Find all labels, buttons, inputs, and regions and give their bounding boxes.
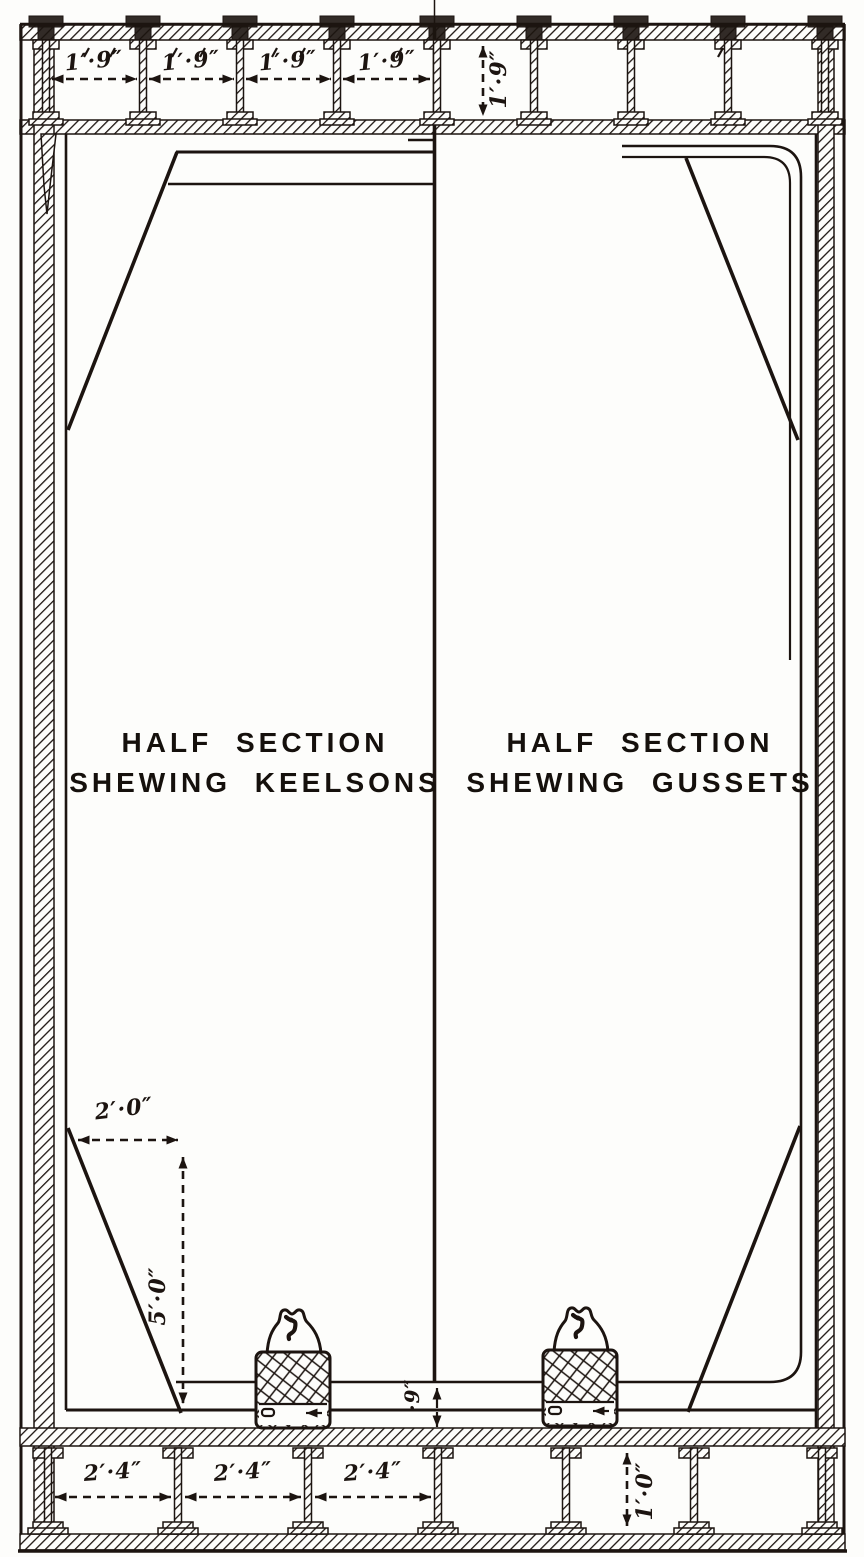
dim-top-beam-depth: 1′·9″ [486, 49, 512, 109]
left-wall-band [33, 39, 55, 1535]
left-half-title-line2: SHEWING KEELSONS [69, 767, 441, 798]
gusset-chock [543, 1308, 617, 1426]
floor-beam-web [801, 1447, 843, 1535]
left-wall-stiffener-end [40, 133, 57, 215]
deck-beams [28, 15, 843, 126]
bottom-right-diagonal-stay [686, 1125, 802, 1413]
floor-beam-web [157, 1447, 199, 1535]
floor-plating-band [19, 1427, 846, 1447]
inner-lining-second [622, 155, 792, 660]
floor-beam-web [545, 1447, 587, 1535]
dim-bottom-beam-depth: 1′·0″ [632, 1461, 658, 1521]
floor-beam-web [673, 1447, 715, 1535]
dim-floor-depth: ·9″ [400, 1378, 424, 1412]
bottom-shell-band [19, 1533, 846, 1551]
keelson-half-lines [66, 138, 433, 1414]
left-half-title-line1: HALF SECTION [121, 727, 389, 758]
right-half-title-line1: HALF SECTION [506, 727, 774, 758]
inner-lining [176, 144, 803, 1384]
dim-bracket-height: 5′·0″ [145, 1266, 171, 1326]
bottom-left-diagonal-stay [66, 1127, 183, 1414]
floor-beam-web [417, 1447, 459, 1535]
right-half-title-line2: SHEWING GUSSETS [466, 767, 814, 798]
top-right-diagonal-stay [684, 157, 800, 441]
dimension-lines [52, 46, 632, 1526]
rivet-ticks [83, 47, 724, 59]
keelson-chock [256, 1310, 330, 1428]
outer-shell [18, 22, 847, 1553]
floor-beam-web [287, 1447, 329, 1535]
gusset-half-lining [176, 144, 803, 1413]
top-left-diagonal-stay [66, 151, 179, 431]
